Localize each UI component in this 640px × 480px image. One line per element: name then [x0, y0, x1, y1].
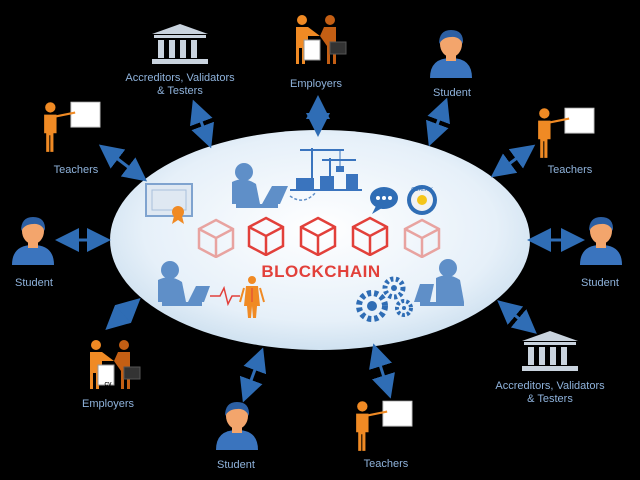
student-left-label: Student	[15, 277, 53, 289]
cv-top-text: CV	[311, 67, 319, 73]
arrow-employers-bottom	[105, 297, 141, 331]
accreditors-top-line1: Accreditors, Validators	[125, 72, 235, 84]
accreditors-bottom-line2: & Testers	[527, 393, 573, 405]
arrow-teachers-left-top	[98, 144, 148, 182]
accreditors-bottom-icon	[522, 331, 578, 371]
arrow-accreditors-bottom	[497, 300, 537, 334]
accreditors-top-line2: & Testers	[157, 85, 203, 97]
arrow-teachers-right-top	[490, 144, 536, 178]
connector-arrows	[55, 95, 585, 403]
arrow-student-top	[426, 97, 450, 147]
arrow-accreditors-top	[190, 99, 214, 149]
employers-bottom-icon	[89, 339, 141, 390]
accreditors-top-icon	[152, 24, 208, 64]
student-top-icon	[430, 30, 472, 78]
employers-top-icon	[295, 14, 347, 64]
gears-icon	[356, 276, 413, 322]
accreditors-bottom-label: Accreditors, Validators & Testers	[470, 380, 630, 406]
student-right-label: Student	[581, 277, 619, 289]
blockchain-ellipse	[110, 130, 530, 350]
employers-bottom-label: Employers	[82, 398, 134, 410]
arrow-student-bottom	[239, 347, 267, 403]
chat-bubble-icon	[370, 187, 398, 214]
student-bottom-icon	[216, 402, 258, 450]
quality-badge-icon: QUALITY	[407, 185, 437, 215]
teachers-left-top-icon	[43, 101, 102, 153]
teachers-right-top-label: Teachers	[547, 164, 593, 176]
teachers-bottom-icon	[354, 400, 414, 452]
teachers-left-top-label: Teachers	[53, 164, 99, 176]
teachers-bottom-label: Teachers	[363, 458, 409, 470]
person-laptop-bottom-left-icon	[158, 261, 240, 307]
accreditors-top-label: Accreditors, Validators & Testers	[100, 72, 260, 98]
factory-cranes-icon	[290, 148, 362, 191]
student-bottom-label: Student	[217, 459, 255, 471]
blockchain-label: BLOCKCHAIN	[261, 262, 381, 281]
student-left-icon	[12, 217, 54, 265]
student-right-icon	[580, 217, 622, 265]
certificate-icon	[145, 183, 193, 224]
person-laptop-top-icon	[232, 163, 317, 208]
student-top-label: Student	[433, 87, 471, 99]
teachers-right-top-icon	[537, 107, 596, 159]
cv-bottom-text: CV	[105, 382, 113, 388]
badge-text: QUALITY	[411, 187, 433, 193]
arrow-teachers-bottom	[369, 343, 395, 399]
person-laptop-bottom-right-icon	[414, 259, 464, 306]
human-body-icon	[239, 276, 265, 318]
accreditors-bottom-line1: Accreditors, Validators	[495, 380, 605, 392]
employers-top-label: Employers	[290, 78, 342, 90]
